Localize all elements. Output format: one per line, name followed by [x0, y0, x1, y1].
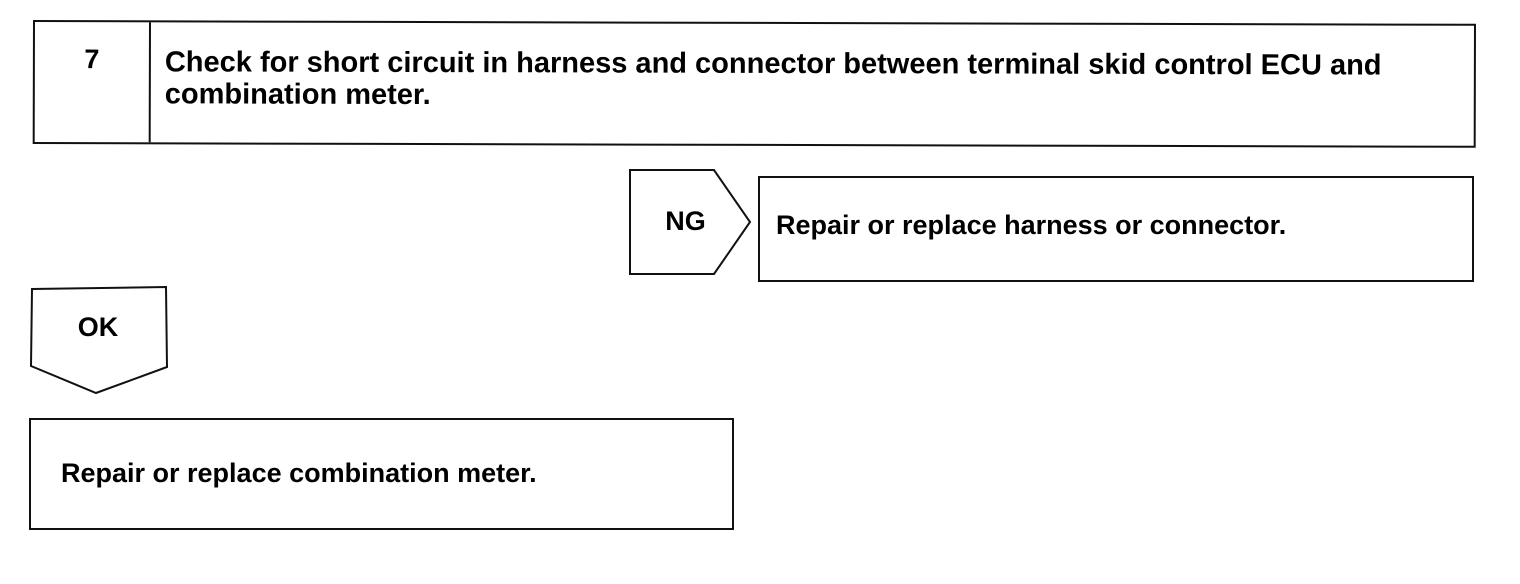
ok-action-box: Repair or replace combination meter.	[29, 418, 734, 530]
ng-label: NG	[665, 206, 706, 236]
down-arrow-tag-icon	[29, 285, 169, 395]
ng-arrow-tag: NG	[628, 168, 752, 278]
step-description: Check for short circuit in harness and c…	[164, 46, 1382, 112]
right-arrow-tag-icon	[629, 169, 752, 275]
step-number: 7	[84, 44, 100, 75]
ng-action-box: Repair or replace harness or connector.	[758, 176, 1474, 282]
ok-label: OK	[77, 312, 119, 342]
ng-action-text: Repair or replace harness or connector.	[776, 210, 1287, 240]
ok-arrow-tag: OK	[29, 285, 170, 397]
ok-action-text: Repair or replace combination meter.	[61, 458, 537, 488]
step-number-cell: 7	[34, 22, 151, 143]
step-box: 7 Check for short circuit in harness and…	[32, 20, 1476, 148]
